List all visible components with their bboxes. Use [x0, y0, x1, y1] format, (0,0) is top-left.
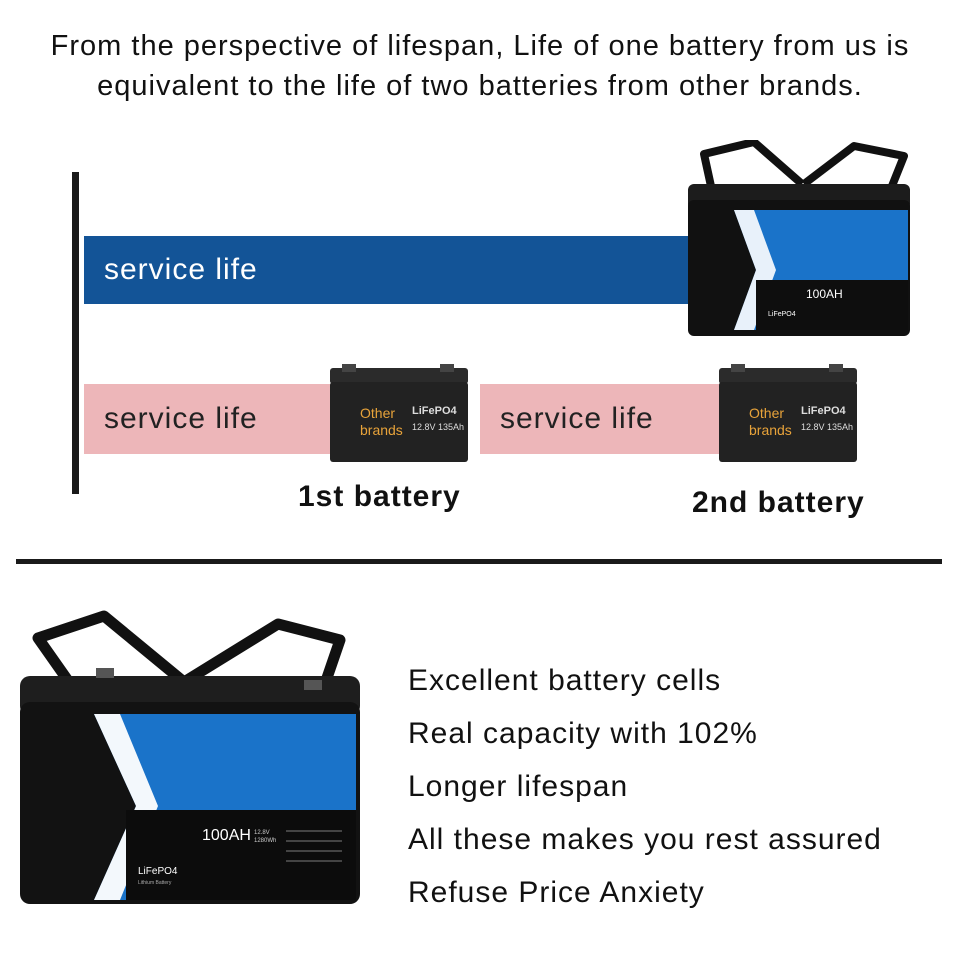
other-battery-1-model: LiFePO4	[412, 405, 458, 417]
timeline-axis	[72, 172, 79, 494]
our-battery-image-large: 100AH 12.8V 1280Wh LiFePO4 Lithium Batte…	[16, 610, 366, 910]
second-battery-caption: 2nd battery	[692, 486, 865, 519]
our-service-life-bar: service life	[84, 236, 688, 304]
other-service-life-bar-2: service life	[480, 384, 722, 454]
feature-item: Excellent battery cells	[408, 664, 722, 697]
our-battery-image-small: 100AH LiFePO4	[684, 140, 914, 340]
other-battery-1-brand-line2: brands	[360, 422, 403, 438]
feature-item: Refuse Price Anxiety	[408, 876, 705, 909]
other-service-life-bar-1: service life	[84, 384, 334, 454]
other-battery-image-1: Other brands LiFePO4 12.8V 135Ah	[328, 364, 470, 464]
other-battery-2-model: LiFePO4	[801, 405, 847, 417]
feature-item: Real capacity with 102%	[408, 717, 758, 750]
our-battery-large-chemistry: LiFePO4	[138, 866, 178, 877]
our-battery-small-capacity: 100AH	[806, 287, 843, 301]
other-battery-2-spec: 12.8V 135Ah	[801, 422, 853, 432]
our-service-life-label: service life	[104, 253, 258, 286]
other-battery-2-brand-line2: brands	[749, 422, 792, 438]
other-service-life-label-2: service life	[500, 402, 654, 435]
other-battery-2-brand-line1: Other	[749, 405, 784, 421]
first-battery-caption: 1st battery	[298, 480, 461, 513]
headline: From the perspective of lifespan, Life o…	[50, 30, 910, 102]
section-divider	[16, 559, 942, 564]
our-battery-large-chemistry-sub: Lithium Battery	[138, 880, 172, 886]
our-battery-large-spec-2: 1280Wh	[254, 838, 276, 844]
feature-item: All these makes you rest assured	[408, 823, 882, 856]
our-battery-large-capacity: 100AH	[202, 827, 251, 844]
our-battery-small-chemistry: LiFePO4	[768, 311, 796, 318]
other-service-life-label-1: service life	[104, 402, 258, 435]
our-battery-large-spec-1: 12.8V	[254, 830, 270, 836]
other-battery-1-brand-line1: Other	[360, 405, 395, 421]
feature-list: Excellent battery cells Real capacity wi…	[408, 654, 882, 919]
other-battery-image-2: Other brands LiFePO4 12.8V 135Ah	[717, 364, 859, 464]
feature-item: Longer lifespan	[408, 770, 629, 803]
other-battery-1-spec: 12.8V 135Ah	[412, 422, 464, 432]
